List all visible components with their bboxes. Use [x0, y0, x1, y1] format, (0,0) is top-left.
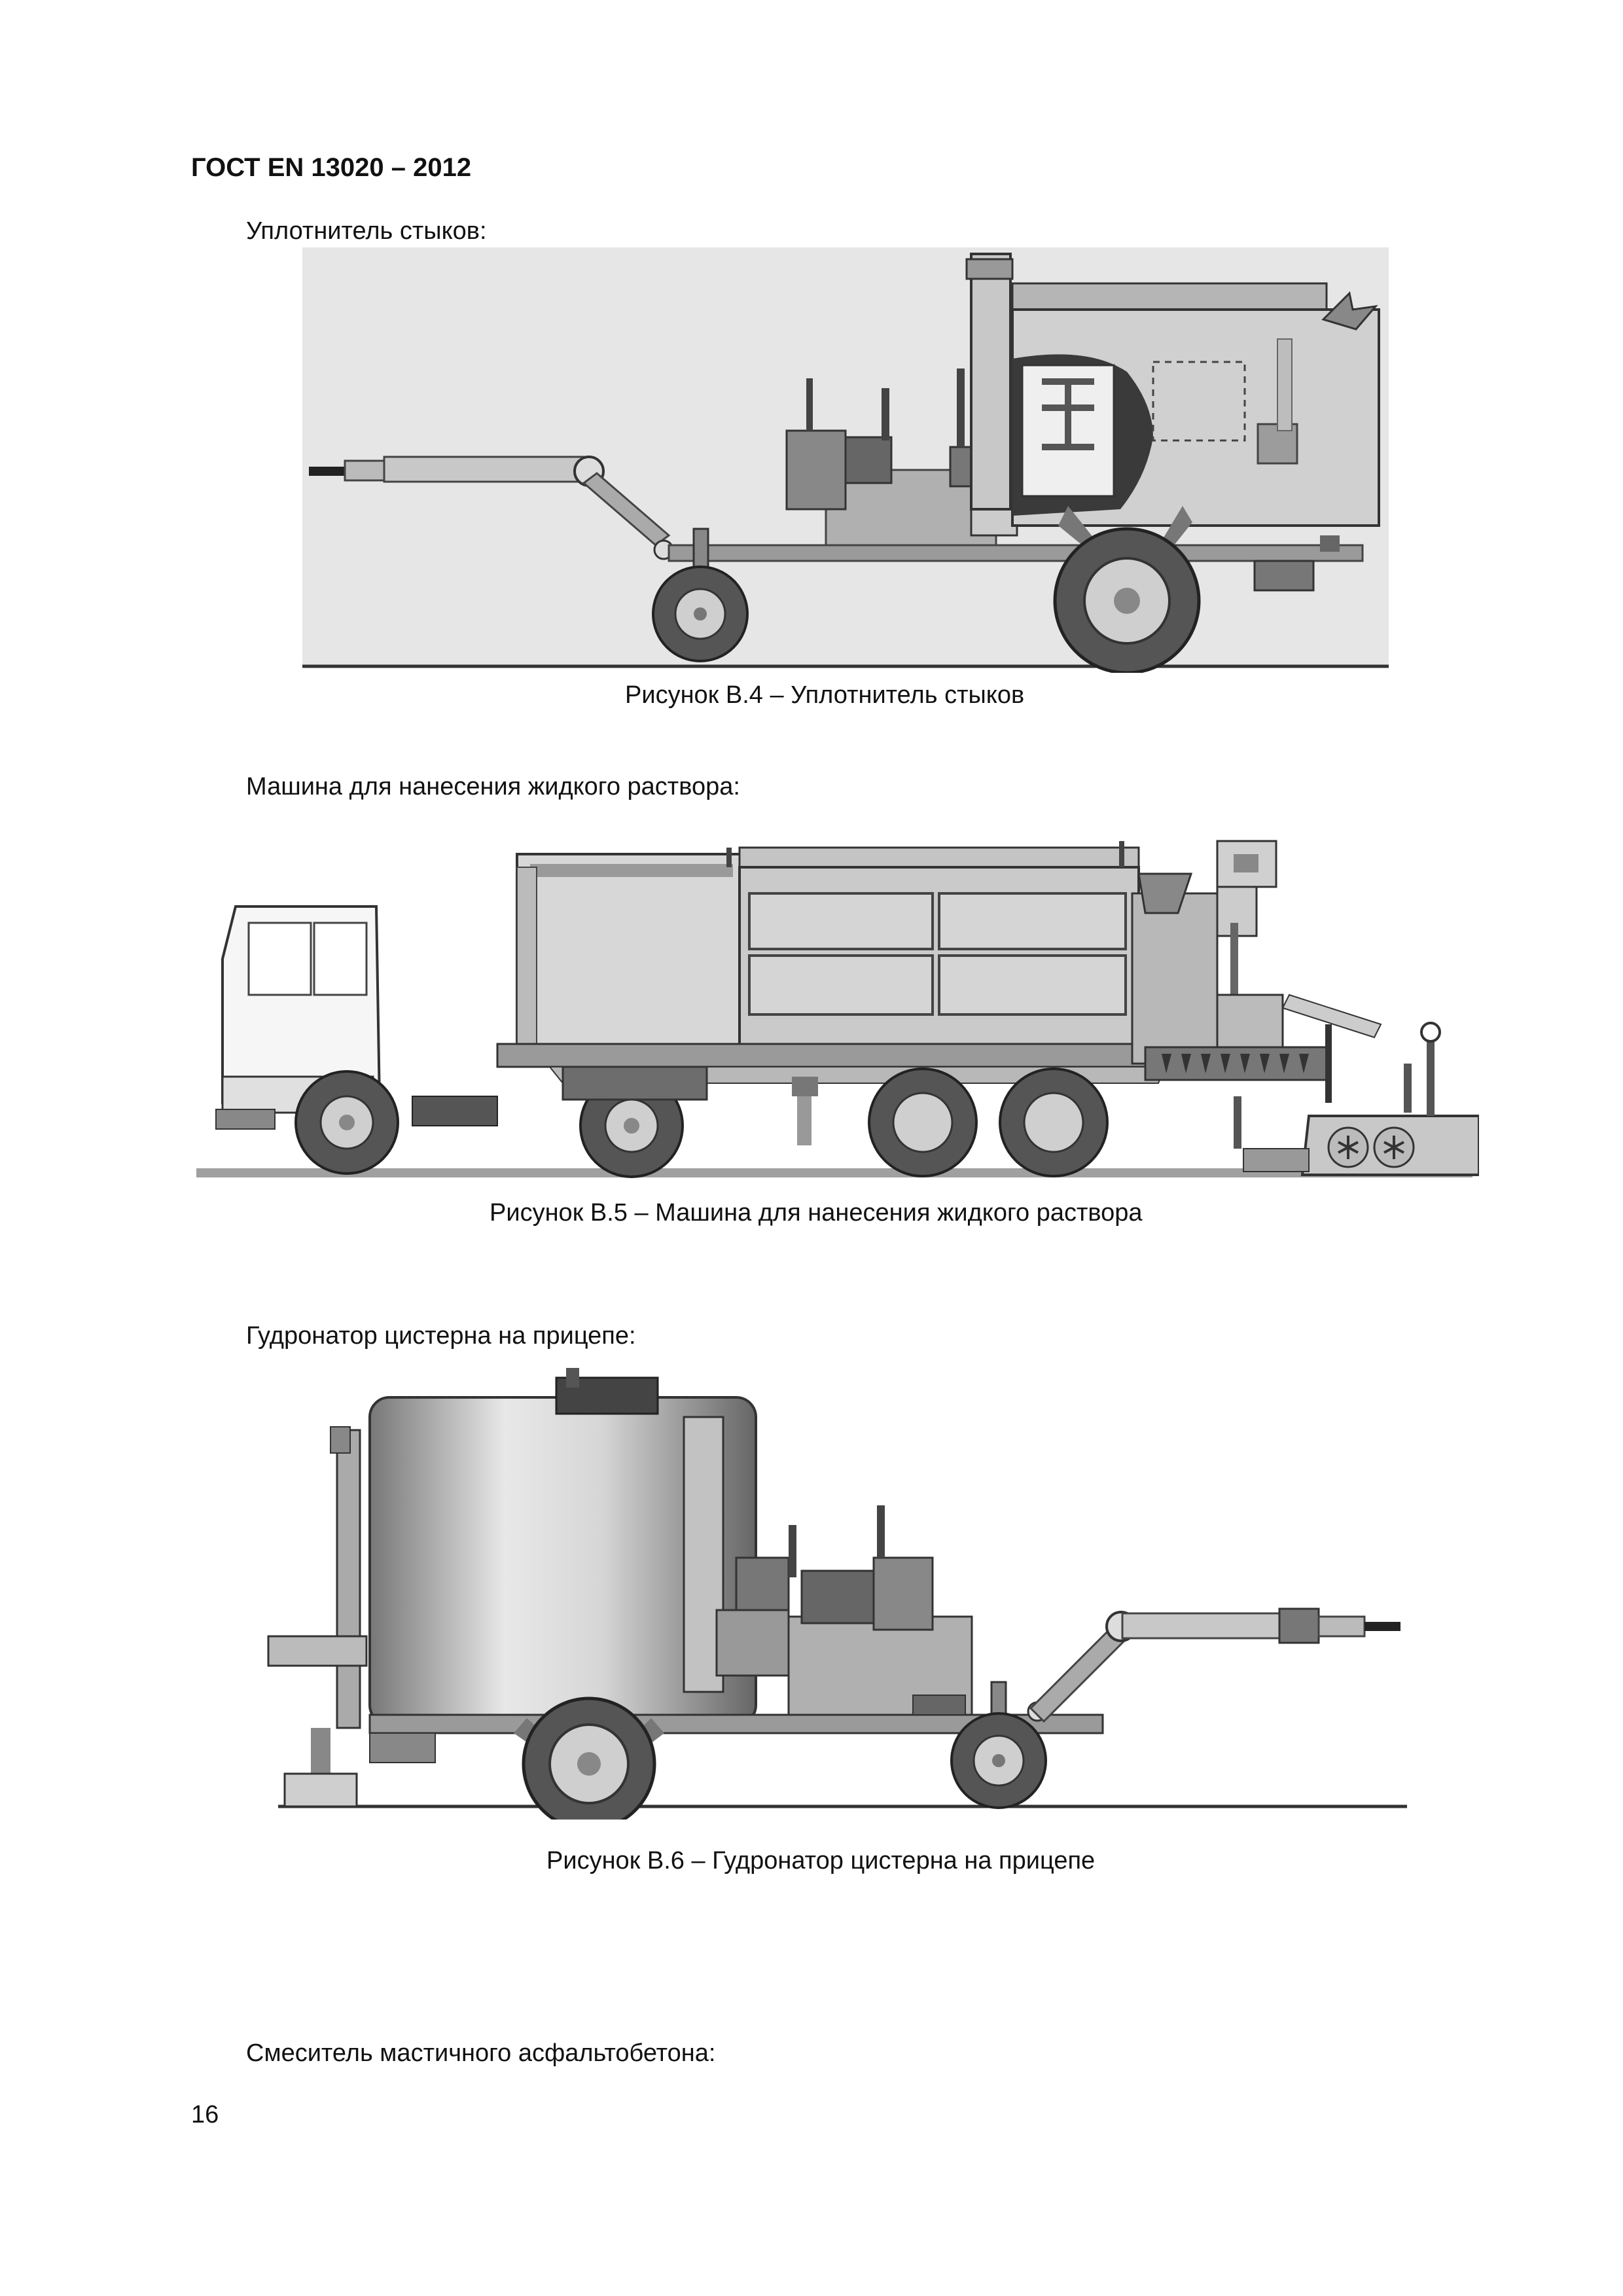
section-intro-mastic-mixer: Смеситель мастичного асфальтобетона: — [246, 2039, 716, 2067]
section-intro-joint-sealer: Уплотнитель стыков: — [246, 217, 487, 245]
figure-joint-sealer — [302, 247, 1389, 673]
figure-bitumen-trailer — [259, 1361, 1423, 1820]
figure-slurry-machine — [196, 828, 1479, 1185]
slurry-machine-illustration — [196, 840, 1479, 1178]
document-header: ГОСТ EN 13020 – 2012 — [191, 153, 472, 182]
figure-caption-b6: Рисунок В.6 – Гудронатор цистерна на при… — [546, 1847, 1096, 1874]
joint-sealer-illustration — [302, 247, 1389, 673]
page-number: 16 — [191, 2101, 219, 2128]
figure-caption-b5: Рисунок В.5 – Машина для нанесения жидко… — [490, 1199, 1143, 1227]
section-intro-slurry-machine: Машина для нанесения жидкого раствора: — [246, 773, 740, 800]
bitumen-trailer-illustration — [267, 1368, 1407, 1820]
section-intro-bitumen-trailer: Гудронатор цистерна на прицепе: — [246, 1322, 636, 1350]
figure-caption-b4: Рисунок В.4 – Уплотнитель стыков — [625, 681, 1025, 709]
